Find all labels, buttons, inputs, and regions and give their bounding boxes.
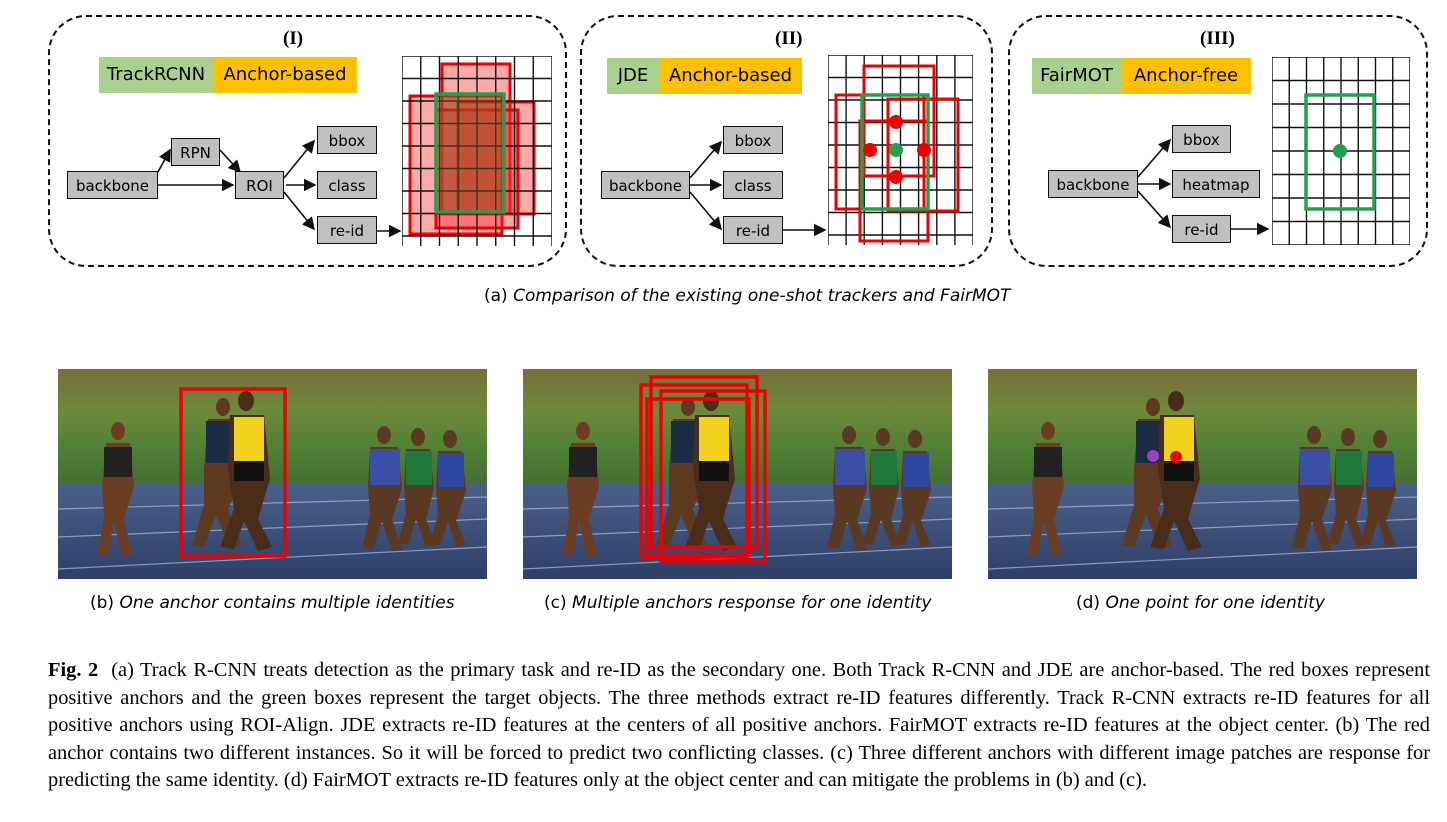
anchor-center-point: [863, 143, 877, 157]
node-class-ii: class: [723, 171, 783, 199]
positive-anchor-box: [886, 97, 960, 213]
method-tag-jde: JDE: [607, 58, 659, 94]
method-tag-fairmot: FairMOT: [1032, 58, 1121, 94]
caption-b: (b) One anchor contains multiple identit…: [90, 593, 455, 613]
figure-caption: Fig. 2 (a) Track R-CNN treats detection …: [48, 657, 1430, 795]
positive-anchor-box: [645, 397, 751, 557]
node-heatmap: heatmap: [1172, 170, 1260, 198]
caption-a: (a) Comparison of the existing one-shot …: [484, 286, 1010, 306]
caption-label: (d): [1076, 593, 1101, 613]
anchor-center-point: [889, 115, 903, 129]
node-rpn: RPN: [171, 138, 220, 166]
node-reid-iii: re-id: [1172, 215, 1231, 243]
panel-label-i: (I): [283, 28, 304, 49]
anchor-type-tag: Anchor-free: [1121, 58, 1251, 94]
panel-trackrcnn: [48, 15, 567, 267]
node-roi: ROI: [235, 171, 284, 199]
node-backbone-iii: backbone: [1048, 170, 1138, 198]
caption-text: One point for one identity: [1105, 593, 1325, 613]
feature-grid-ii: [828, 55, 973, 245]
object-center-point: [1147, 450, 1159, 462]
positive-anchor-box: [179, 387, 287, 558]
anchor-centers: [863, 115, 931, 184]
node-bbox-i: bbox: [317, 126, 377, 154]
anchor-type-tag: Anchor-based: [213, 57, 357, 93]
feature-grid-iii: [1272, 57, 1410, 245]
feature-grid-i: [402, 56, 552, 246]
photo-b: [58, 369, 487, 579]
object-center-point: [889, 143, 903, 157]
photo-c: [523, 369, 952, 579]
target-object-box: [434, 92, 506, 214]
caption-text: Comparison of the existing one-shot trac…: [513, 286, 1011, 306]
node-backbone-i: backbone: [67, 171, 158, 199]
object-center-point: [1170, 451, 1182, 463]
caption-c: (c) Multiple anchors response for one id…: [544, 593, 932, 613]
caption-text: One anchor contains multiple identities: [119, 593, 455, 613]
caption-text: Multiple anchors response for one identi…: [572, 593, 932, 613]
node-class-i: class: [317, 171, 377, 199]
caption-d: (d) One point for one identity: [1076, 593, 1325, 613]
caption-label: (b): [90, 593, 115, 613]
figure-label: Fig. 2: [48, 659, 99, 681]
figure-caption-text: (a) Track R-CNN treats detection as the …: [48, 659, 1430, 791]
photo-d: [988, 369, 1417, 579]
caption-label: (a): [484, 286, 508, 306]
positive-anchor-box: [659, 389, 767, 563]
panel-jde: [580, 15, 993, 267]
anchor-type-tag: Anchor-based: [659, 58, 802, 94]
panel-label-ii: (II): [775, 28, 803, 49]
node-reid-ii: re-id: [723, 216, 783, 244]
method-tag-trackrcnn: TrackRCNN: [99, 57, 213, 93]
caption-label: (c): [544, 593, 567, 613]
target-object-box: [1304, 93, 1376, 211]
positive-anchor-box: [649, 375, 759, 549]
object-center-point: [1333, 144, 1347, 158]
panel-fairmot: [1008, 15, 1428, 267]
node-bbox-ii: bbox: [723, 126, 783, 154]
panel-label-iii: (III): [1200, 28, 1235, 49]
anchor-center-point: [917, 143, 931, 157]
node-bbox-iii: bbox: [1172, 125, 1231, 153]
node-reid-i: re-id: [317, 216, 377, 244]
node-backbone-ii: backbone: [601, 171, 690, 199]
anchor-center-point: [889, 170, 903, 184]
positive-anchor-box: [639, 383, 749, 559]
